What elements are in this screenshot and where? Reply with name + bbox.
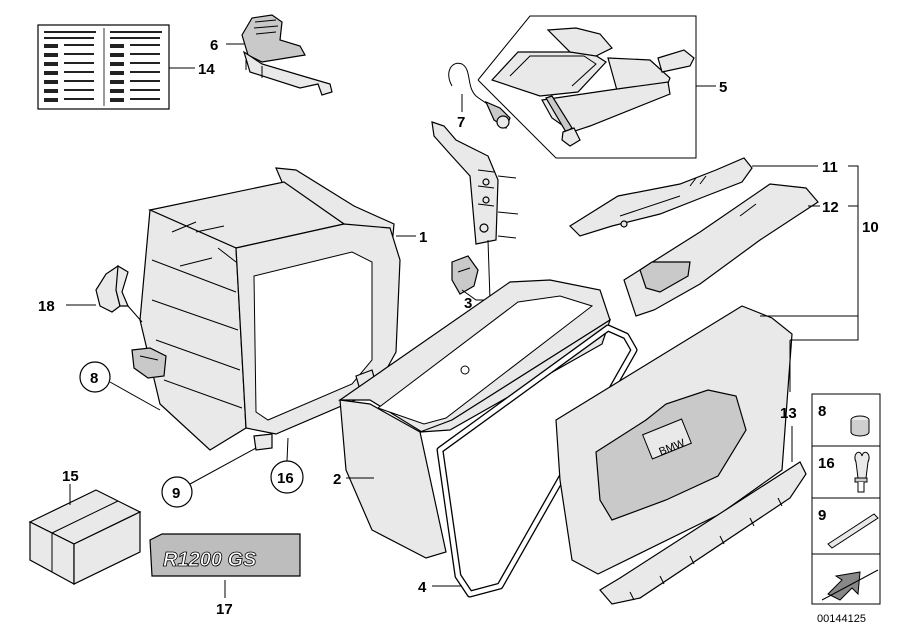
part-13-rail[interactable] bbox=[599, 461, 807, 605]
label-5: 5 bbox=[719, 79, 727, 96]
label-18: 18 bbox=[38, 298, 55, 315]
legend-panel: 8 16 9 bbox=[811, 393, 881, 605]
label-3: 3 bbox=[464, 295, 472, 312]
label-4: 4 bbox=[418, 579, 427, 596]
legend-9-label: 9 bbox=[818, 507, 826, 524]
emblem-text: R1200 GS bbox=[163, 549, 257, 571]
label-8: 8 bbox=[90, 370, 98, 387]
legend-9-pin-icon bbox=[827, 513, 879, 549]
callout-9-circle bbox=[161, 476, 193, 508]
label-11: 11 bbox=[822, 159, 838, 176]
part-7-cable[interactable] bbox=[448, 62, 511, 129]
label-7: 7 bbox=[457, 114, 465, 131]
part-11-rail-upper[interactable] bbox=[569, 157, 753, 237]
label-14: 14 bbox=[198, 61, 215, 78]
part-1-inner-liner[interactable] bbox=[139, 167, 401, 451]
part-18-latch[interactable] bbox=[95, 264, 129, 313]
label-16: 16 bbox=[277, 470, 294, 487]
part-17-emblem[interactable]: R1200 GS bbox=[149, 533, 301, 577]
liner-clip bbox=[131, 347, 167, 379]
label-17: 17 bbox=[216, 601, 233, 618]
label-1: 1 bbox=[419, 229, 427, 246]
label-15: 15 bbox=[62, 468, 79, 485]
label-13: 13 bbox=[780, 405, 797, 422]
label-2: 2 bbox=[333, 471, 341, 488]
legend-arrow-icon bbox=[820, 566, 879, 601]
legend-8-label: 8 bbox=[818, 403, 826, 420]
label-10: 10 bbox=[862, 219, 879, 236]
part-15-box[interactable] bbox=[28, 489, 142, 586]
part-14-label-sticker[interactable] bbox=[37, 24, 170, 110]
part-6-holder[interactable] bbox=[241, 14, 333, 96]
part-3-lock-plate[interactable] bbox=[431, 121, 519, 295]
case-lid[interactable]: BMW bbox=[555, 305, 793, 575]
label-12: 12 bbox=[822, 199, 839, 216]
legend-16-label: 16 bbox=[818, 455, 835, 472]
legend-8-plug-icon bbox=[850, 415, 870, 437]
label-6: 6 bbox=[210, 37, 218, 54]
part-5-group[interactable] bbox=[477, 15, 697, 159]
part-2-case-body[interactable] bbox=[338, 279, 612, 559]
diagram-id: 00144125 bbox=[817, 613, 866, 625]
callout-8-circle bbox=[79, 361, 111, 393]
legend-16-rivet-icon bbox=[854, 451, 870, 493]
part-12-handle[interactable] bbox=[623, 183, 819, 317]
label-9: 9 bbox=[172, 485, 180, 502]
